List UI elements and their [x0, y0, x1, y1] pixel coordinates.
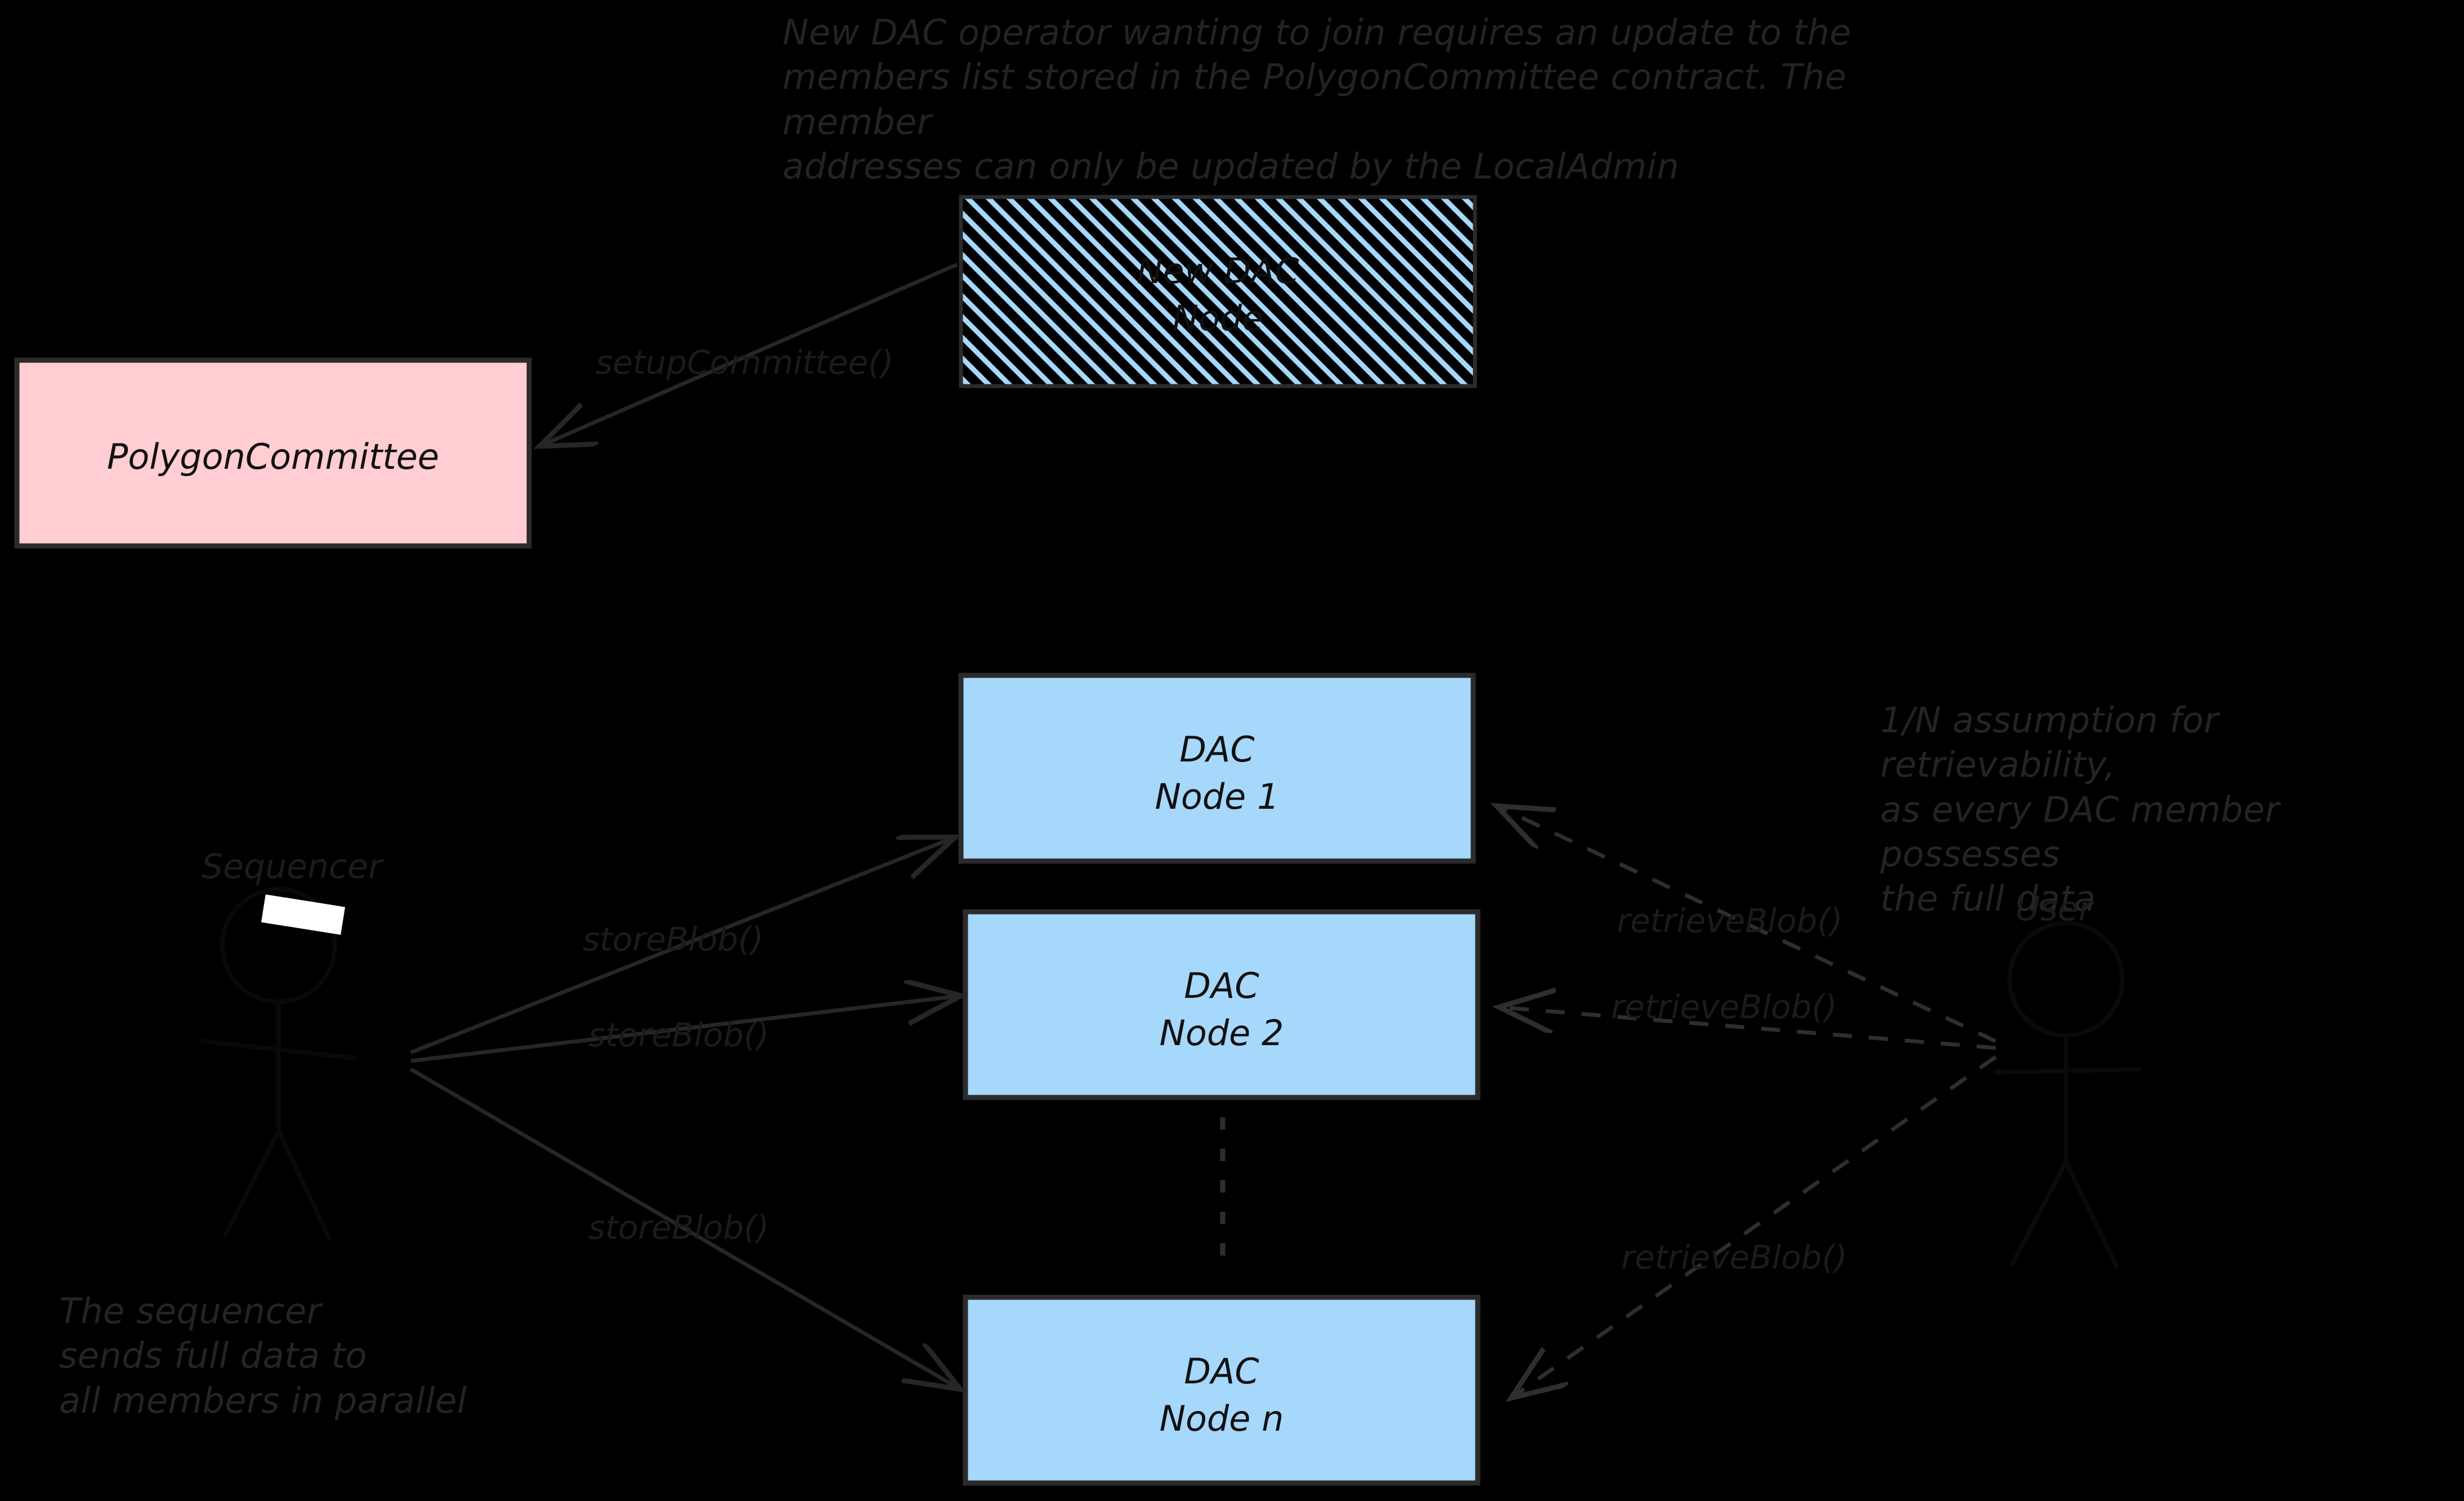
edge-label-store-blob-n: storeBlob() [588, 1208, 770, 1247]
polygon-committee-box[interactable] [14, 357, 532, 549]
edge-retrieve-blob-n[interactable] [1514, 1055, 1997, 1396]
user-label: User [2015, 889, 2092, 929]
dac-node-1-box[interactable] [958, 673, 1476, 864]
edge-setup-committee[interactable] [543, 262, 958, 445]
edge-label-store-blob-1: storeBlob() [583, 920, 764, 958]
dac-node-1-label: DAC Node 1 [1155, 729, 1280, 817]
edge-store-blob-1[interactable] [410, 839, 951, 1055]
note-top: New DAC operator wanting to join require… [782, 12, 1852, 187]
edge-label-store-blob-2: storeBlob() [588, 1016, 770, 1054]
note-bottom-left: The sequencer sends full data to all mem… [59, 1291, 467, 1421]
new-dac-node-label: New DAC Node [1137, 250, 1299, 339]
sequencer-label: Sequencer [202, 847, 382, 886]
edge-store-blob-2[interactable] [410, 996, 957, 1063]
edge-label-retrieve-blob-1: retrieveBlob() [1617, 902, 1843, 940]
edge-store-blob-n[interactable] [410, 1067, 957, 1387]
edge-label-setup-committee: setupCommittee() [596, 343, 894, 382]
new-dac-node-box[interactable] [959, 195, 1477, 388]
sequencer-stick-figure-icon[interactable] [200, 887, 357, 1240]
sequencer-highlight-marker [261, 894, 346, 935]
dac-node-n-label: DAC Node n [1159, 1351, 1284, 1439]
edge-label-retrieve-blob-n: retrieveBlob() [1621, 1238, 1848, 1276]
edge-retrieve-blob-2[interactable] [1503, 1007, 1996, 1050]
edge-label-retrieve-blob-2: retrieveBlob() [1611, 988, 1837, 1026]
dac-node-2-box[interactable] [963, 909, 1481, 1100]
dac-node-2-label: DAC Node 2 [1159, 965, 1284, 1054]
user-stick-figure-icon[interactable] [1993, 921, 2141, 1269]
dac-node-n-box[interactable] [963, 1294, 1481, 1486]
polygon-committee-label: PolygonCommittee [107, 436, 439, 477]
note-right: 1/N assumption for retrievability, as ev… [1880, 700, 2280, 920]
